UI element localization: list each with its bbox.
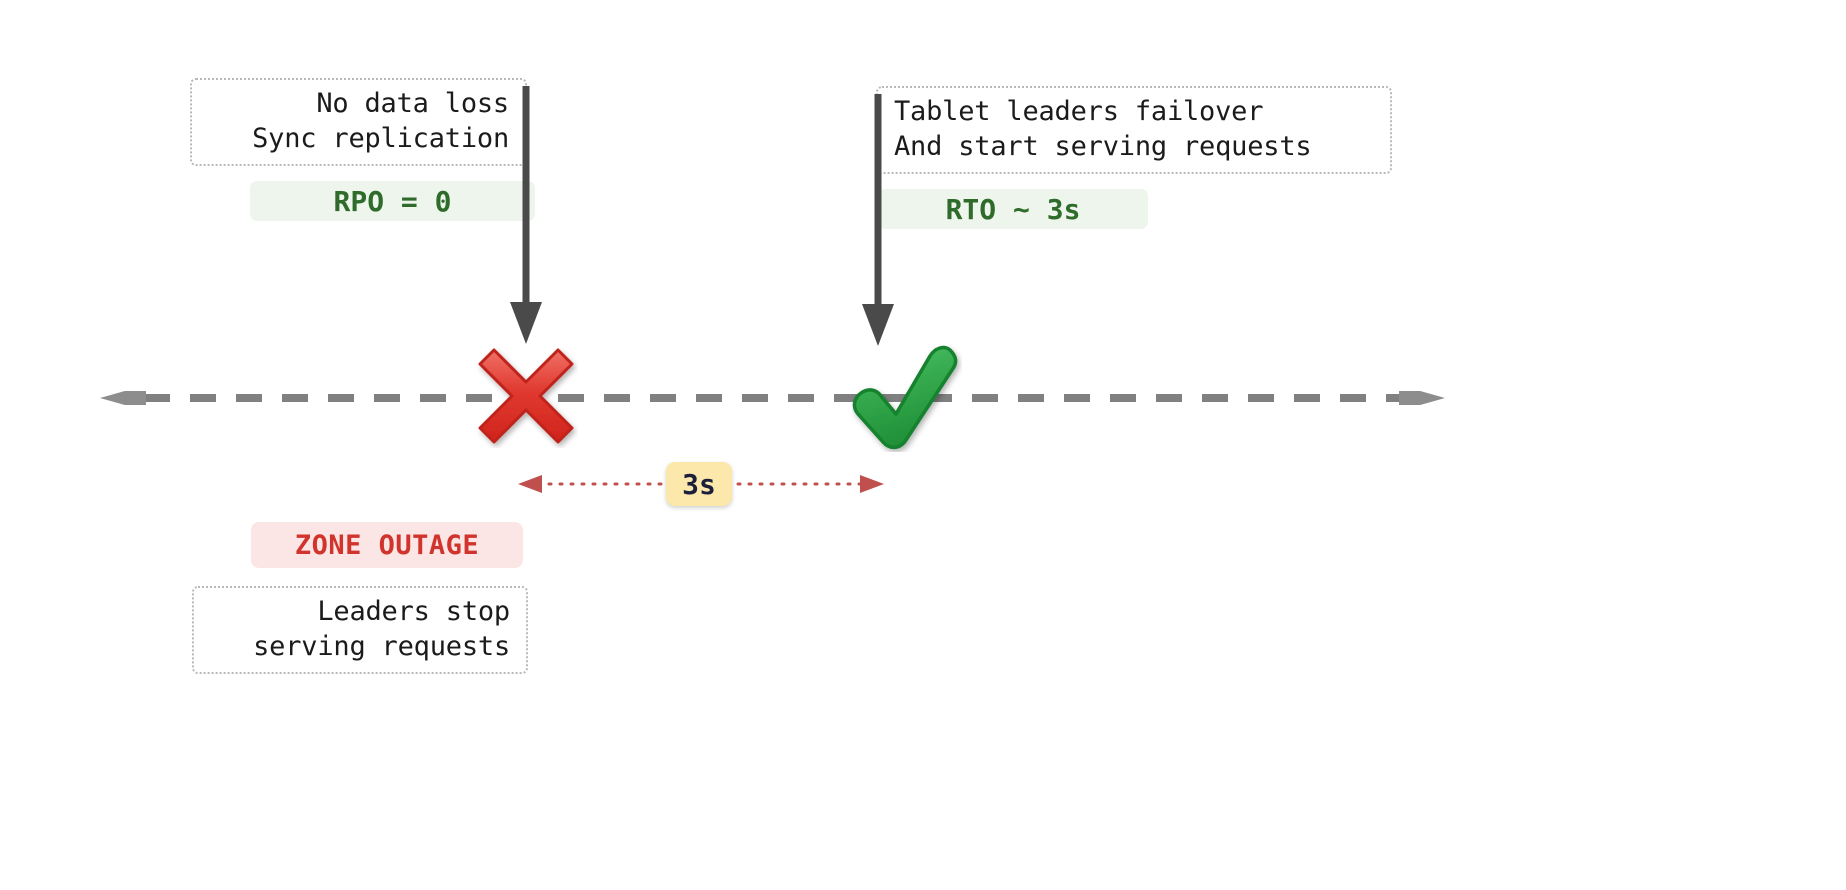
- duration-measure-line: [516, 462, 886, 506]
- leaders-stop-line-2: serving requests: [253, 631, 510, 662]
- duration-badge: 3s: [666, 462, 732, 506]
- no-data-loss-line-1: No data loss: [316, 88, 509, 120]
- no-data-loss-note: No data loss Sync replication: [190, 78, 527, 166]
- no-data-loss-line-2: Sync replication: [252, 123, 509, 154]
- timeline-axis: [100, 391, 1445, 405]
- rpo-badge: RPO = 0: [250, 181, 535, 221]
- leaders-stop-line-1: Leaders stop: [317, 596, 510, 628]
- recovery-pointer-arrow: [858, 94, 898, 350]
- tablet-failover-line-1: Tablet leaders failover: [894, 96, 1264, 128]
- tablet-failover-note: Tablet leaders failover And start servin…: [876, 86, 1392, 174]
- cross-mark-icon: [474, 341, 578, 451]
- leaders-stop-note: Leaders stop serving requests: [192, 586, 528, 674]
- tablet-failover-line-2: And start serving requests: [894, 131, 1312, 162]
- zone-outage-badge: ZONE OUTAGE: [251, 522, 523, 568]
- outage-pointer-arrow: [506, 86, 546, 348]
- rto-badge: RTO ~ 3s: [878, 189, 1148, 229]
- check-mark-icon: [852, 340, 962, 452]
